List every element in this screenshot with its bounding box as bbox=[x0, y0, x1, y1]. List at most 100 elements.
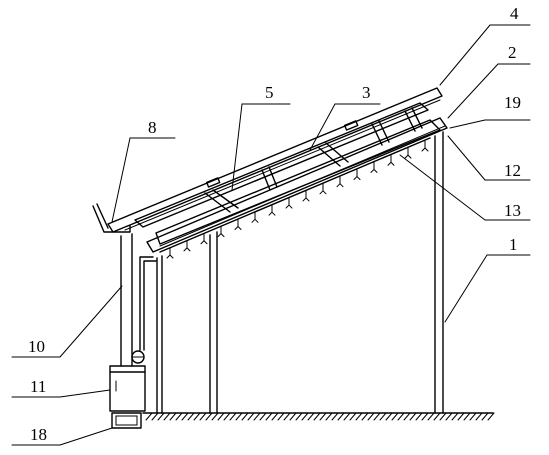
hatch-stroke bbox=[343, 412, 351, 421]
hatch-stroke bbox=[289, 412, 297, 421]
hatch-stroke bbox=[313, 412, 321, 421]
hatch-stroke bbox=[475, 412, 483, 421]
hatch-stroke bbox=[433, 412, 441, 421]
spray-nozzle-tip bbox=[234, 225, 242, 230]
hatch-stroke bbox=[457, 412, 465, 421]
hatch-stroke bbox=[169, 412, 177, 421]
spray-nozzle-tip bbox=[217, 232, 225, 238]
hatch-stroke bbox=[301, 412, 309, 421]
ground-hatching bbox=[145, 412, 495, 421]
panel-frame-3 bbox=[134, 102, 441, 245]
spray-nozzle-tip bbox=[336, 182, 344, 188]
hatch-stroke bbox=[163, 412, 171, 421]
label-1: 1 bbox=[509, 235, 518, 254]
hatch-stroke bbox=[403, 412, 411, 421]
label-19: 19 bbox=[504, 93, 521, 112]
hatch-stroke bbox=[397, 412, 405, 421]
label-5: 5 bbox=[265, 83, 274, 102]
hatch-stroke bbox=[451, 412, 459, 421]
hatch-stroke bbox=[391, 412, 399, 421]
base-18 bbox=[111, 412, 142, 429]
hatch-stroke bbox=[157, 412, 165, 421]
hatch-stroke bbox=[439, 412, 447, 421]
hatch-stroke bbox=[247, 412, 255, 421]
hatch-stroke bbox=[349, 412, 357, 421]
hatch-stroke bbox=[193, 412, 201, 421]
upper-panel-4 bbox=[107, 87, 443, 233]
leader-lines bbox=[11, 24, 531, 446]
label-2: 2 bbox=[508, 43, 517, 62]
hatch-stroke bbox=[229, 412, 237, 421]
hatch-stroke bbox=[253, 412, 261, 421]
hatch-stroke bbox=[181, 412, 189, 421]
hatch-stroke bbox=[295, 412, 303, 421]
label-12: 12 bbox=[504, 161, 521, 180]
hatch-stroke bbox=[175, 412, 183, 421]
label-4: 4 bbox=[510, 4, 519, 23]
label-18: 18 bbox=[30, 425, 47, 444]
posts-1 bbox=[156, 131, 444, 414]
hatch-stroke bbox=[319, 412, 327, 421]
hatch-stroke bbox=[325, 412, 333, 421]
spray-nozzle-tip bbox=[370, 168, 378, 173]
hatch-stroke bbox=[415, 412, 423, 421]
hatch-stroke bbox=[409, 412, 417, 421]
hatch-stroke bbox=[307, 412, 315, 421]
hatch-stroke bbox=[373, 412, 381, 421]
spray-nozzle-tip bbox=[353, 175, 361, 181]
label-13: 13 bbox=[504, 201, 521, 220]
hatch-stroke bbox=[205, 412, 213, 421]
hatch-stroke bbox=[331, 412, 339, 421]
spray-nozzle-tip bbox=[183, 247, 191, 252]
hatch-stroke bbox=[463, 412, 471, 421]
spray-nozzle-tip bbox=[166, 254, 174, 259]
hatch-stroke bbox=[151, 412, 159, 421]
hatch-stroke bbox=[379, 412, 387, 421]
hatch-stroke bbox=[259, 412, 267, 421]
hatch-stroke bbox=[385, 412, 393, 421]
hatch-stroke bbox=[241, 412, 249, 421]
hatch-stroke bbox=[367, 412, 375, 421]
spray-nozzle-tip bbox=[404, 154, 412, 159]
downpipe-10 bbox=[120, 233, 157, 367]
hatch-stroke bbox=[211, 412, 219, 421]
spray-nozzle-tip bbox=[319, 190, 327, 195]
hatch-stroke bbox=[445, 412, 453, 421]
spray-nozzle-tip bbox=[200, 240, 208, 245]
hatch-stroke bbox=[487, 412, 495, 421]
spray-pipe-13 bbox=[159, 137, 431, 259]
spray-nozzle-tip bbox=[387, 161, 395, 166]
spray-nozzle-tip bbox=[285, 204, 293, 209]
spray-nozzle-tip bbox=[302, 197, 310, 202]
hatch-stroke bbox=[145, 412, 153, 421]
hatch-stroke bbox=[355, 412, 363, 421]
hatch-stroke bbox=[187, 412, 195, 421]
label-11: 11 bbox=[30, 377, 46, 396]
label-3: 3 bbox=[362, 83, 371, 102]
hatch-stroke bbox=[421, 412, 429, 421]
hatch-stroke bbox=[337, 412, 345, 421]
spray-nozzle-tip bbox=[421, 147, 429, 152]
hatch-stroke bbox=[481, 412, 489, 421]
hatch-stroke bbox=[271, 412, 279, 421]
hatch-stroke bbox=[223, 412, 231, 421]
hatch-stroke bbox=[277, 412, 285, 421]
hatch-stroke bbox=[469, 412, 477, 421]
gutter-8 bbox=[92, 203, 131, 233]
spray-nozzle-tip bbox=[251, 218, 259, 223]
hatch-stroke bbox=[265, 412, 273, 421]
reference-numerals: 4 2 19 12 13 1 3 5 8 10 11 18 bbox=[28, 4, 521, 444]
ground bbox=[142, 412, 495, 421]
lower-panel-2 bbox=[146, 117, 448, 253]
tank-11 bbox=[109, 365, 146, 412]
nozzle-row bbox=[166, 140, 429, 259]
hatch-stroke bbox=[283, 412, 291, 421]
hatch-stroke bbox=[427, 412, 435, 421]
hatch-stroke bbox=[235, 412, 243, 421]
label-8: 8 bbox=[148, 118, 157, 137]
hatch-stroke bbox=[217, 412, 225, 421]
hatch-stroke bbox=[361, 412, 369, 421]
spray-nozzle-tip bbox=[268, 211, 276, 216]
